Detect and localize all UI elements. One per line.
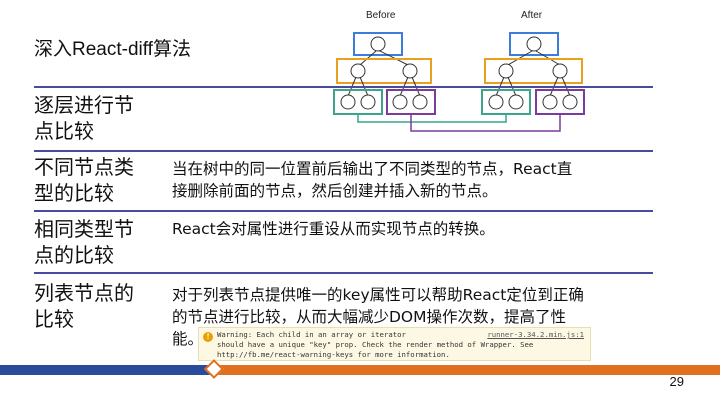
after-l2-node-a (498, 63, 514, 79)
row-divider (34, 150, 653, 152)
warning-line: http://fb.me/react-warning-keys for more… (217, 350, 450, 359)
row-label-different-type: 不同节点类 型的比较 (34, 155, 134, 205)
before-leaf-node (392, 94, 408, 110)
before-root-box (353, 32, 403, 56)
row-label-same-type: 相同类型节 点的比较 (34, 217, 134, 267)
row-desc-same-type: React会对属性进行重设从而实现节点的转换。 (172, 220, 495, 238)
before-leaf-node (360, 94, 376, 110)
warning-source-link[interactable]: runner-3.34.2.min.js:1 (487, 330, 584, 339)
connector-green (357, 114, 507, 123)
slide-title: 深入React-diff算法 (34, 39, 191, 60)
row-divider (34, 272, 653, 274)
before-leaf-node (340, 94, 356, 110)
before-level2-box (336, 58, 432, 84)
row-desc-different-type: 当在树中的同一位置前后输出了不同类型的节点，React直 接删除前面的节点，然后… (172, 160, 573, 200)
before-l2-node-a (350, 63, 366, 79)
after-root-box (509, 32, 559, 56)
footer-bar-orange (214, 365, 720, 375)
console-warning: ! runner-3.34.2.min.js:1 Warning: Each c… (198, 327, 591, 361)
row-label-layer-compare: 逐层进行节 点比较 (34, 93, 134, 143)
footer-bar-blue (0, 365, 214, 375)
row-label-list-compare: 列表节点的 比较 (34, 281, 134, 331)
warning-icon: ! (203, 332, 213, 342)
warning-line: Warning: Each child in an array or itera… (217, 330, 406, 339)
after-label: After (521, 10, 543, 21)
after-level2-box (484, 58, 583, 84)
before-label: Before (366, 10, 396, 21)
footer-diamond (204, 359, 224, 379)
warning-line: should have a unique "key" prop. Check t… (217, 340, 534, 349)
before-leaf-node (412, 94, 428, 110)
row-desc-list-compare: 对于列表节点提供唯一的key属性可以帮助React定位到正确 的节点进行比较，从… (172, 286, 584, 348)
row-divider (34, 86, 653, 88)
footer-bar (0, 359, 720, 379)
connector-purple (410, 114, 561, 132)
after-leaf-node (508, 94, 524, 110)
page-number: 29 (669, 374, 684, 389)
before-root-node (370, 36, 386, 52)
after-leaf-node (488, 94, 504, 110)
before-l2-node-b (402, 63, 418, 79)
row-divider (34, 210, 653, 212)
after-l2-node-b (552, 63, 568, 79)
after-leaf-node (562, 94, 578, 110)
after-root-node (526, 36, 542, 52)
after-leaf-node (542, 94, 558, 110)
tree-diff-diagram: Before After (333, 10, 585, 132)
